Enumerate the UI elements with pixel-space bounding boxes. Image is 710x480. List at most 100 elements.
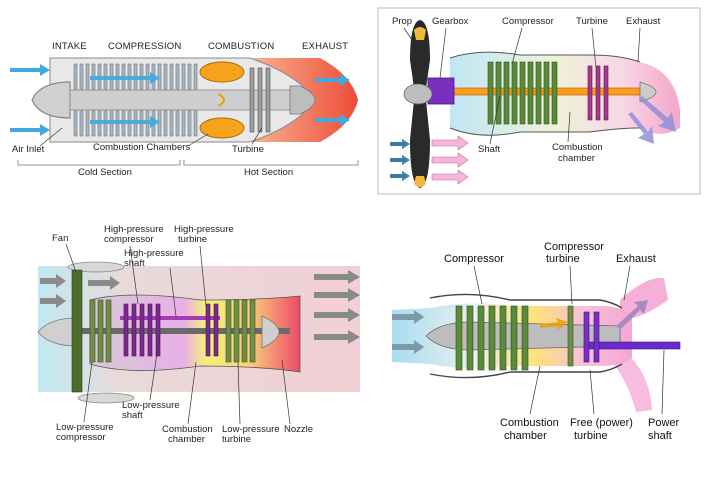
- header-combustion: COMBUSTION: [208, 41, 274, 52]
- leader-lp-compressor: [83, 361, 93, 423]
- compressor-stage-4: [511, 61, 518, 125]
- hp-turbine-stage-1: [205, 303, 211, 357]
- casing-bottom: [449, 127, 641, 136]
- leader-combustion-chambers: [187, 133, 209, 147]
- label-hot-section: Hot Section: [244, 167, 293, 178]
- label-nozzle: Nozzle: [284, 424, 313, 435]
- flame-swirl: [217, 93, 225, 107]
- compressor-stage-8: [543, 61, 550, 125]
- leader-nozzle: [281, 359, 291, 425]
- lp-compressor-stage-3: [105, 299, 112, 363]
- exhaust-arrows: [628, 96, 676, 144]
- label-cold-section: Cold Section: [78, 167, 132, 178]
- compressor-turbine-stage-1: [567, 305, 574, 367]
- compressor-stage-2: [495, 61, 502, 125]
- leader-compressor: [511, 27, 523, 65]
- high-pressure-shaft: [120, 316, 220, 320]
- spinner-cone: [31, 81, 71, 119]
- header-exhaust: EXHAUST: [302, 41, 348, 52]
- turbine-blade-3: [265, 67, 271, 133]
- label-power-shaft-l1: Power: [648, 417, 680, 429]
- panel-1-turbojet: INTAKE COMPRESSION COMBUSTION EXHAUST: [10, 41, 359, 178]
- exhaust-plume-bottom: [610, 348, 652, 412]
- hp-compressor-stage-2: [131, 303, 137, 357]
- low-pressure-shaft: [80, 328, 290, 334]
- compressor-stage-5: [519, 61, 526, 125]
- combustion-chamber-bottom: [199, 117, 245, 139]
- compressor-stage-3: [503, 61, 510, 125]
- leader-hp-shaft: [169, 267, 177, 317]
- lp-compressor-stage-2: [97, 299, 104, 363]
- label-gearbox: Gearbox: [432, 16, 469, 27]
- label-combustion-l2-p3: chamber: [168, 434, 205, 445]
- prop-blade-top: [410, 20, 430, 88]
- prop-spinner: [403, 83, 433, 105]
- casing-top: [449, 51, 641, 63]
- label-lp-shaft-l2: shaft: [122, 410, 143, 421]
- leader-gearbox: [439, 27, 447, 79]
- turbine-stage-2: [595, 65, 601, 121]
- prop-tip-bottom: [414, 176, 426, 187]
- hp-compressor-stage-1: [123, 303, 129, 357]
- label-free-turbine-l1: Free (power): [570, 417, 633, 429]
- leader-prop: [403, 27, 413, 41]
- internal-air-arrows: [90, 72, 350, 128]
- leader-free-turbine: [589, 369, 595, 415]
- turboshaft-flow-arrows: [392, 300, 648, 354]
- prop-tip-top: [414, 27, 426, 40]
- label-free-turbine-l2: turbine: [574, 430, 608, 442]
- compressor-stage-p4-6: [510, 305, 518, 371]
- label-prop: Prop: [392, 16, 412, 27]
- header-compression: COMPRESSION: [108, 41, 181, 52]
- label-lp-turbine-l1: Low-pressure: [222, 424, 280, 435]
- label-combustion-chamber-l2: chamber: [558, 153, 595, 164]
- hp-compressor-stage-3: [139, 303, 145, 357]
- label-compressor-turbine-l2: turbine: [546, 253, 580, 265]
- label-lp-compressor-l1: Low-pressure: [56, 422, 114, 433]
- label-hp-compressor-l2: compressor: [104, 234, 154, 245]
- label-compressor-p4: Compressor: [444, 253, 504, 265]
- lp-compressor-stage-1: [89, 299, 96, 363]
- label-hp-turbine-l1: High-pressure: [174, 224, 234, 235]
- label-turbine-p2: Turbine: [576, 16, 608, 27]
- lp-turbine-stage-3: [241, 299, 248, 363]
- compressor-stage-p4-2: [466, 305, 474, 371]
- label-combustion-l1-p4: Combustion: [500, 417, 559, 429]
- leader-combustion-p2: [567, 111, 571, 143]
- tail-cone: [289, 85, 316, 115]
- turbine-blades: [249, 67, 271, 133]
- gearbox: [427, 77, 455, 105]
- propeller: [403, 20, 433, 188]
- leader-exhaust-p4: [623, 265, 631, 301]
- leader-turbine: [251, 127, 263, 145]
- label-lp-turbine-l2: turbine: [222, 434, 251, 445]
- lp-turbine-stage-4: [249, 299, 256, 363]
- exhaust-cone: [639, 81, 657, 103]
- label-hp-compressor-l1: High-pressure: [104, 224, 164, 235]
- label-hp-shaft-l2: shaft: [124, 258, 145, 269]
- leader-fan: [65, 243, 77, 273]
- turbofan-blades: [71, 269, 256, 393]
- label-hp-turbine-l2: turbine: [178, 234, 207, 245]
- nacelle-top-lip: [67, 261, 125, 273]
- hp-compressor-stage-5: [155, 303, 161, 357]
- label-combustion-l1-p3: Combustion: [162, 424, 213, 435]
- hp-compressor-stage-4: [147, 303, 153, 357]
- casing-top-p4: [429, 293, 623, 309]
- label-combustion-l2-p4: chamber: [504, 430, 547, 442]
- label-combustion-chambers: Combustion Chambers: [93, 142, 190, 153]
- label-compressor: Compressor: [502, 16, 554, 27]
- turbine-blade-2: [257, 67, 263, 133]
- panel-3-turbofan: Fan High-pressure compressor High-pressu…: [37, 224, 360, 445]
- fan-blade-1: [71, 269, 83, 393]
- panel-2-turboprop: Prop Gearbox Compressor Turbine Exhaust …: [377, 7, 701, 195]
- leader-combustion-p4: [529, 365, 541, 415]
- free-turbine-stage-2: [593, 311, 600, 363]
- label-power-shaft-l2: shaft: [648, 430, 672, 442]
- inflow-arrows: [390, 135, 469, 185]
- leader-exhaust-p2: [637, 27, 641, 63]
- leader-power-shaft: [661, 349, 665, 415]
- turbine-blade-1: [249, 67, 255, 133]
- leader-air-inlet: [39, 127, 63, 147]
